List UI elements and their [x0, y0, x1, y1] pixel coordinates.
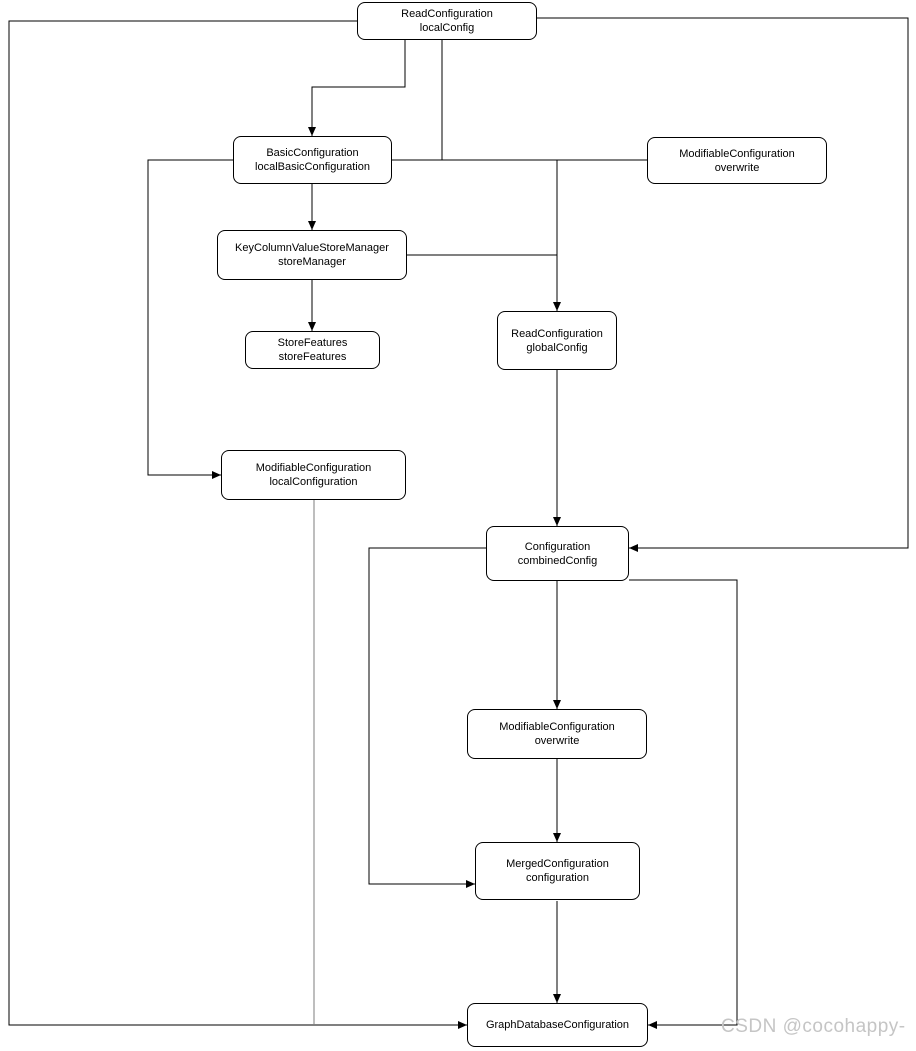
node-label-line1: ModifiableConfiguration [255, 462, 372, 474]
edge-read-configuration-local-to-configuration-combined [537, 17, 909, 552]
node-graph-database-configuration: GraphDatabaseConfiguration [467, 1003, 648, 1047]
edge-configuration-combined-to-merged-configuration [368, 547, 486, 888]
node-label-line1: Configuration [524, 540, 591, 553]
node-modifiable-configuration-overwrite-mid: ModifiableConfiguration overwrite [467, 709, 647, 759]
node-key-column-value-store-manager: KeyColumnValueStoreManager storeManager [217, 230, 407, 280]
node-label-line1: MergedConfiguration [506, 858, 609, 870]
node-store-features: StoreFeatures storeFeatures [245, 331, 380, 369]
node-label-line2: overwrite [534, 735, 580, 747]
edge-basic-configuration-to-modifiable-configuration-local [147, 159, 233, 479]
node-label-line1: ModifiableConfiguration [499, 721, 615, 733]
node-label-line2: overwrite [714, 161, 760, 174]
node-label-line2: combinedConfig [517, 554, 598, 567]
node-label-line2: storeManager [278, 256, 346, 268]
node-label-line2: localBasicConfiguration [255, 161, 370, 173]
node-read-configuration-local: ReadConfiguration localConfig [357, 2, 537, 40]
node-label-line2: localConfig [419, 22, 475, 34]
node-label-line2: configuration [526, 872, 589, 884]
edge-configuration-combined-to-graph-database-configuration [629, 579, 738, 1029]
node-label-line1: ReadConfiguration [401, 8, 493, 20]
node-label-line2: storeFeatures [278, 351, 347, 363]
node-label-line1: BasicConfiguration [266, 147, 359, 159]
node-basic-configuration: BasicConfiguration localBasicConfiguratio… [233, 136, 392, 184]
edge-read-configuration-local-to-basic-configuration [308, 40, 406, 136]
node-merged-configuration: MergedConfiguration configuration [475, 842, 640, 900]
node-label-line1: KeyColumnValueStoreManager [235, 242, 389, 254]
edge-read-configuration-local-to-graph-database-configuration [8, 20, 467, 1029]
node-label-line2: globalConfig [526, 341, 588, 354]
node-label-line2: localConfiguration [269, 476, 358, 488]
csdn-watermark: CSDN @cocohappy- [721, 1016, 906, 1037]
node-modifiable-configuration-local: ModifiableConfiguration localConfiguratio… [221, 450, 406, 500]
node-label-line1: GraphDatabaseConfiguration [485, 1019, 630, 1031]
node-label-line1: StoreFeatures [277, 337, 348, 349]
node-label-line1: ReadConfiguration [511, 327, 603, 340]
node-label-line1: ModifiableConfiguration [679, 147, 795, 160]
